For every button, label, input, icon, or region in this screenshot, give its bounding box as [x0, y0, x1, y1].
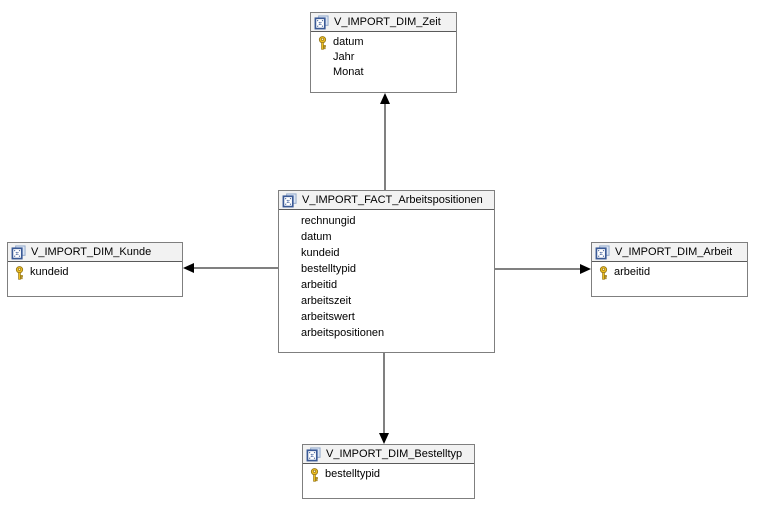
field-name: arbeitszeit — [301, 294, 352, 307]
table-field-list: rechnungid datum kundeid bestelltypid ar… — [279, 210, 494, 341]
view-icon — [282, 192, 297, 207]
field-name: bestelltypid — [301, 262, 357, 275]
field-row[interactable]: datum — [279, 229, 494, 245]
table-header[interactable]: V_IMPORT_DIM_Zeit — [311, 13, 456, 32]
table-header[interactable]: V_IMPORT_DIM_Bestelltyp — [303, 445, 474, 464]
field-row[interactable]: arbeitswert — [279, 309, 494, 325]
table-title: V_IMPORT_DIM_Arbeit — [615, 246, 733, 258]
field-row[interactable]: kundeid — [8, 265, 182, 280]
table-v-import-dim-zeit[interactable]: V_IMPORT_DIM_Zeit datum Jahr — [310, 12, 457, 93]
table-field-list: kundeid — [8, 262, 182, 280]
view-icon — [306, 446, 321, 461]
primary-key-icon — [311, 35, 333, 50]
relation-fact-to-arbeit[interactable] — [495, 264, 591, 274]
table-v-import-dim-kunde[interactable]: V_IMPORT_DIM_Kunde kundeid — [7, 242, 183, 297]
table-header[interactable]: V_IMPORT_FACT_Arbeitspositionen — [279, 191, 494, 210]
field-row[interactable]: arbeitid — [279, 277, 494, 293]
field-row[interactable]: bestelltypid — [279, 261, 494, 277]
field-name: Jahr — [333, 51, 355, 63]
table-title: V_IMPORT_DIM_Bestelltyp — [326, 448, 463, 460]
field-name: rechnungid — [301, 214, 356, 227]
table-title: V_IMPORT_DIM_Zeit — [334, 16, 441, 28]
field-name: arbeitswert — [301, 310, 355, 323]
relation-fact-to-bestelltyp[interactable] — [379, 353, 389, 444]
field-row[interactable]: arbeitspositionen — [279, 325, 494, 341]
table-header[interactable]: V_IMPORT_DIM_Arbeit — [592, 243, 747, 262]
field-row[interactable]: bestelltypid — [303, 467, 474, 482]
field-name: kundeid — [301, 246, 340, 259]
field-row[interactable]: Monat — [311, 65, 456, 80]
view-icon — [314, 14, 329, 29]
field-row[interactable]: arbeitszeit — [279, 293, 494, 309]
field-name: datum — [333, 36, 364, 48]
field-row[interactable]: Jahr — [311, 50, 456, 65]
table-title: V_IMPORT_DIM_Kunde — [31, 246, 152, 258]
view-icon — [11, 244, 26, 259]
relation-fact-to-kunde[interactable] — [183, 263, 278, 273]
relation-fact-to-zeit[interactable] — [380, 93, 390, 190]
field-name: arbeitid — [614, 266, 651, 278]
field-row[interactable]: arbeitid — [592, 265, 747, 280]
table-header[interactable]: V_IMPORT_DIM_Kunde — [8, 243, 182, 262]
field-name: datum — [301, 230, 332, 243]
field-row[interactable]: datum — [311, 35, 456, 50]
table-title: V_IMPORT_FACT_Arbeitspositionen — [302, 194, 483, 206]
primary-key-icon — [8, 265, 30, 280]
field-row[interactable]: kundeid — [279, 245, 494, 261]
table-v-import-dim-arbeit[interactable]: V_IMPORT_DIM_Arbeit arbeitid — [591, 242, 748, 297]
field-name: Monat — [333, 66, 364, 78]
table-field-list: datum Jahr Monat — [311, 32, 456, 80]
table-field-list: arbeitid — [592, 262, 747, 280]
field-row[interactable]: rechnungid — [279, 213, 494, 229]
primary-key-icon — [303, 467, 325, 482]
field-name: bestelltypid — [325, 468, 381, 480]
view-icon — [595, 244, 610, 259]
table-v-import-dim-bestelltyp[interactable]: V_IMPORT_DIM_Bestelltyp bestelltypid — [302, 444, 475, 499]
field-name: arbeitid — [301, 278, 338, 291]
field-name: arbeitspositionen — [301, 326, 385, 339]
table-field-list: bestelltypid — [303, 464, 474, 482]
primary-key-icon — [592, 265, 614, 280]
field-name: kundeid — [30, 266, 69, 278]
table-v-import-fact-arbeitspositionen[interactable]: V_IMPORT_FACT_Arbeitspositionen rechnung… — [278, 190, 495, 353]
